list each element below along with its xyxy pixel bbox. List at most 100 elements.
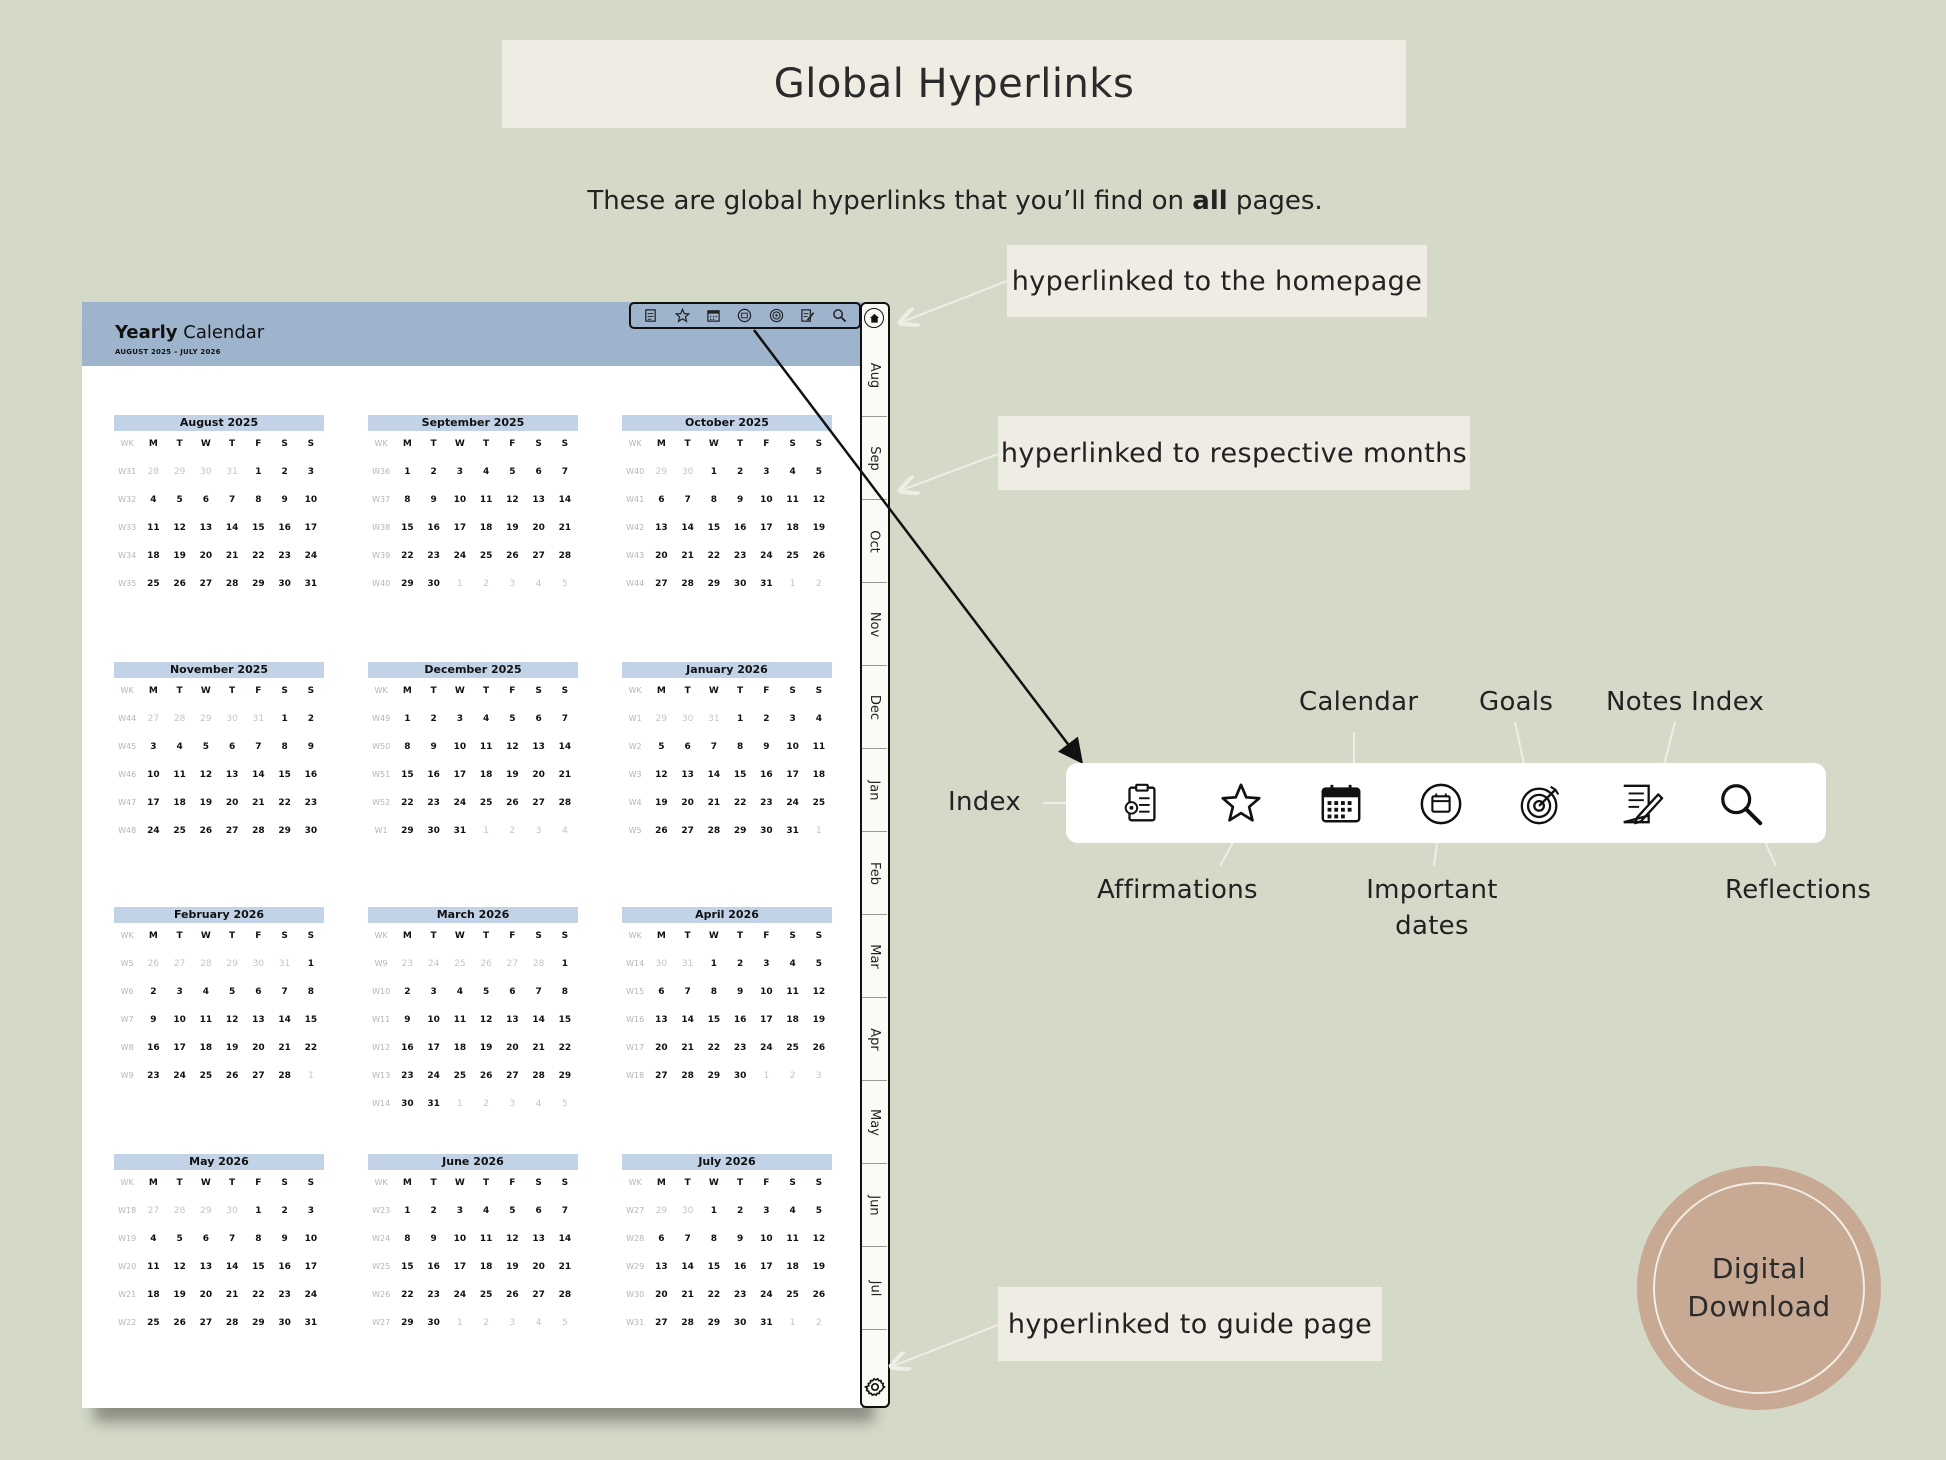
day-cell[interactable]: 30 [681,1206,694,1216]
day-cell[interactable]: 27 [532,1290,545,1300]
day-cell[interactable]: 31 [453,826,467,836]
day-cell[interactable]: 27 [252,1071,265,1081]
day-cell[interactable]: 1 [561,959,568,969]
day-cell[interactable]: 30 [427,579,440,589]
day-cell[interactable]: 11 [786,1234,799,1244]
day-cell[interactable]: 28 [532,1071,545,1081]
day-cell[interactable]: 17 [453,523,467,533]
day-cell[interactable]: 29 [655,1206,668,1216]
week-number[interactable]: W37 [372,495,391,504]
day-cell[interactable]: 26 [173,1318,186,1328]
week-number[interactable]: W32 [118,495,137,504]
day-cell[interactable]: 5 [562,1099,568,1109]
day-cell[interactable]: 29 [200,1206,212,1216]
day-cell[interactable]: 5 [228,987,236,997]
sidebar-tab-dec[interactable]: Dec [862,666,887,749]
week-number[interactable]: W52 [372,798,391,807]
day-cell[interactable]: 9 [430,1234,437,1244]
day-cell[interactable]: 12 [812,495,826,505]
sidebar-tab-nov[interactable]: Nov [862,583,887,666]
day-cell[interactable]: 12 [225,1015,239,1025]
day-cell[interactable]: 28 [173,714,186,724]
day-cell[interactable]: 10 [304,1234,318,1244]
day-cell[interactable]: 3 [509,579,516,589]
day-cell[interactable]: 24 [304,551,318,561]
day-cell[interactable]: 15 [733,770,747,780]
day-cell[interactable]: 26 [812,551,826,561]
day-cell[interactable]: 16 [427,523,440,533]
week-number[interactable]: W51 [372,770,391,779]
day-cell[interactable]: 13 [506,1015,519,1025]
day-cell[interactable]: 27 [655,1318,668,1328]
day-cell[interactable]: 7 [684,987,691,997]
day-cell[interactable]: 26 [506,551,519,561]
day-cell[interactable]: 2 [483,1099,489,1109]
day-cell[interactable]: 22 [252,551,265,561]
day-cell[interactable]: 31 [681,959,694,969]
day-cell[interactable]: 18 [147,551,160,561]
week-number[interactable]: W27 [626,1206,645,1215]
day-cell[interactable]: 20 [199,1290,213,1300]
day-cell[interactable]: 2 [430,467,437,477]
day-cell[interactable]: 21 [225,1290,239,1300]
day-cell[interactable]: 7 [228,495,236,505]
week-number[interactable]: W44 [118,714,137,723]
index-icon[interactable] [643,308,658,323]
important-dates-icon[interactable] [737,308,752,323]
day-cell[interactable]: 29 [707,1318,721,1328]
day-cell[interactable]: 27 [655,1071,668,1081]
week-number[interactable]: W1 [374,826,388,835]
week-number[interactable]: W14 [372,1099,391,1108]
day-cell[interactable]: 5 [176,495,183,505]
day-cell[interactable]: 4 [815,714,822,724]
day-cell[interactable]: 15 [707,1262,721,1272]
day-cell[interactable]: 30 [252,959,265,969]
day-cell[interactable]: 23 [733,1290,747,1300]
day-cell[interactable]: 1 [457,1318,463,1328]
day-cell[interactable]: 14 [225,1262,239,1272]
day-cell[interactable]: 3 [150,742,157,752]
day-cell[interactable]: 14 [252,770,265,780]
month-title[interactable]: March 2026 [368,907,578,923]
week-number[interactable]: W27 [372,1318,391,1327]
day-cell[interactable]: 29 [401,826,414,836]
day-cell[interactable]: 17 [147,798,160,808]
day-cell[interactable]: 3 [535,826,542,836]
month-title[interactable]: September 2025 [368,415,578,431]
day-cell[interactable]: 30 [733,1318,747,1328]
day-cell[interactable]: 25 [479,1290,493,1300]
day-cell[interactable]: 11 [786,495,799,505]
week-number[interactable]: W42 [626,523,645,532]
day-cell[interactable]: 9 [281,495,288,505]
day-cell[interactable]: 28 [681,1071,694,1081]
day-cell[interactable]: 4 [482,714,490,724]
day-cell[interactable]: 12 [655,770,668,780]
day-cell[interactable]: 27 [532,798,545,808]
week-number[interactable]: W34 [118,551,137,560]
day-cell[interactable]: 12 [479,1015,493,1025]
day-cell[interactable]: 25 [199,1071,213,1081]
affirmations-icon[interactable] [674,308,690,323]
day-cell[interactable]: 7 [710,742,717,752]
day-cell[interactable]: 17 [427,1043,440,1053]
week-number[interactable]: W20 [118,1262,137,1271]
day-cell[interactable]: 8 [561,987,568,997]
week-number[interactable]: W24 [372,1234,391,1243]
day-cell[interactable]: 27 [199,1318,213,1328]
day-cell[interactable]: 9 [736,1234,744,1244]
day-cell[interactable]: 27 [532,551,545,561]
day-cell[interactable]: 19 [812,1015,826,1025]
notes-index-icon[interactable] [1616,779,1666,829]
day-cell[interactable]: 9 [430,742,437,752]
day-cell[interactable]: 24 [453,1290,467,1300]
day-cell[interactable]: 5 [202,742,209,752]
week-number[interactable]: W4 [628,798,642,807]
day-cell[interactable]: 4 [150,495,157,505]
day-cell[interactable]: 22 [401,1290,414,1300]
sidebar-tab-may[interactable]: May [862,1081,887,1164]
day-cell[interactable]: 3 [430,987,437,997]
day-cell[interactable]: 21 [252,798,265,808]
day-cell[interactable]: 6 [658,1234,665,1244]
day-cell[interactable]: 17 [760,523,773,533]
day-cell[interactable]: 29 [707,579,721,589]
